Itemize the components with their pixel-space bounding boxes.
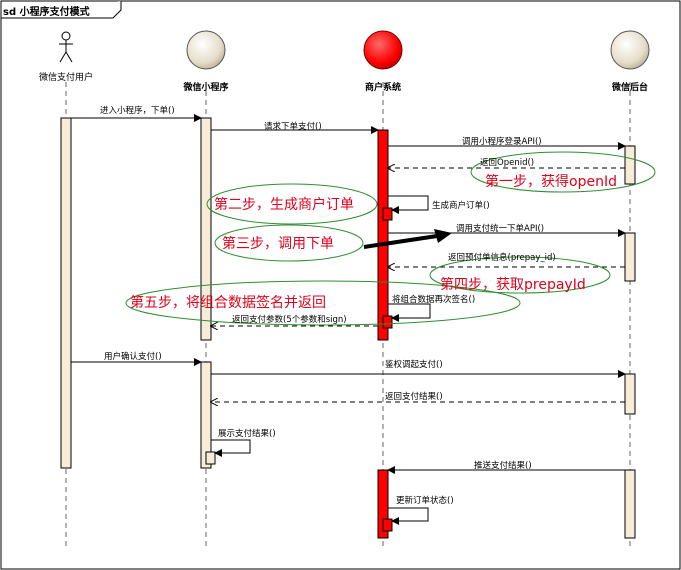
note-ellipse-1 — [470, 151, 656, 193]
note-step-4: 第四步，获取prepayId — [440, 277, 586, 293]
message-label-12: 返回支付结果() — [385, 392, 443, 402]
activation-user — [60, 117, 72, 469]
activation-miniprogram-2 — [200, 361, 212, 469]
message-label-15: 更新订单状态() — [396, 496, 454, 506]
actor-label-user: 微信支付用户 — [38, 73, 94, 83]
activation-wechat-4 — [624, 469, 636, 539]
frame-title-tab — [1, 1, 122, 19]
actor-label-miniprogram: 微信小程序 — [183, 83, 229, 93]
activation-miniprogram-self — [205, 451, 216, 465]
note-step-3: 第三步，调用下单 — [222, 236, 334, 252]
message-label-10: 用户确认支付() — [104, 352, 162, 362]
activation-merchant-1 — [377, 129, 389, 341]
message-label-13: 展示支付结果() — [218, 429, 276, 439]
activation-merchant-self-1 — [382, 207, 393, 221]
note-ellipse-5 — [125, 280, 521, 326]
message-label-2: 请求下单支付() — [264, 122, 322, 132]
wechat-head-icon — [610, 30, 650, 70]
merchant-head-icon — [363, 30, 403, 70]
message-arrow-13 — [211, 439, 251, 457]
message-label-1: 进入小程序，下单() — [100, 106, 175, 116]
annotation-arrow-head-icon — [434, 229, 452, 243]
message-label-6: 调用支付统一下单API() — [456, 224, 545, 234]
activation-merchant-self-3 — [382, 518, 393, 532]
note-step-2: 第二步，生成商户订单 — [214, 197, 354, 213]
annotation-arrow — [363, 234, 438, 249]
message-label-9: 返回支付参数(5个参数和sign) — [232, 315, 347, 325]
message-arrow-5 — [388, 195, 429, 214]
message-label-5: 生成商户订单() — [432, 201, 490, 211]
activation-merchant-self-2 — [382, 315, 393, 329]
note-ellipse-2 — [206, 183, 378, 225]
message-label-14: 推送支付结果() — [474, 461, 532, 471]
actor-label-wechat: 微信后台 — [611, 83, 649, 93]
note-step-1: 第一步，获得openId — [485, 174, 617, 190]
message-label-7: 返回预付单信息(prepay_id) — [448, 253, 556, 263]
message-arrow-8 — [388, 303, 431, 322]
user-stick-figure-icon — [59, 31, 73, 63]
miniprogram-head-icon — [186, 30, 226, 70]
note-ellipse-3 — [214, 224, 364, 262]
actor-label-merchant: 商户系统 — [364, 83, 402, 93]
message-label-3: 调用小程序登录API() — [462, 137, 542, 147]
frame-title: sd 小程序支付模式 — [3, 7, 90, 18]
message-label-11: 鉴权调起支付() — [385, 360, 443, 370]
activation-miniprogram-1 — [200, 117, 212, 341]
note-ellipse-4 — [429, 256, 611, 294]
activation-merchant-2 — [377, 469, 389, 539]
message-label-8: 将组合数据再次签名() — [392, 295, 476, 305]
activation-wechat-1 — [624, 145, 636, 185]
activation-wechat-3 — [624, 373, 636, 415]
note-step-5: 第五步，将组合数据签名并返回 — [130, 295, 326, 311]
message-arrow-15 — [388, 507, 429, 525]
message-label-4: 返回Openid() — [480, 158, 535, 168]
activation-wechat-2 — [624, 232, 636, 282]
